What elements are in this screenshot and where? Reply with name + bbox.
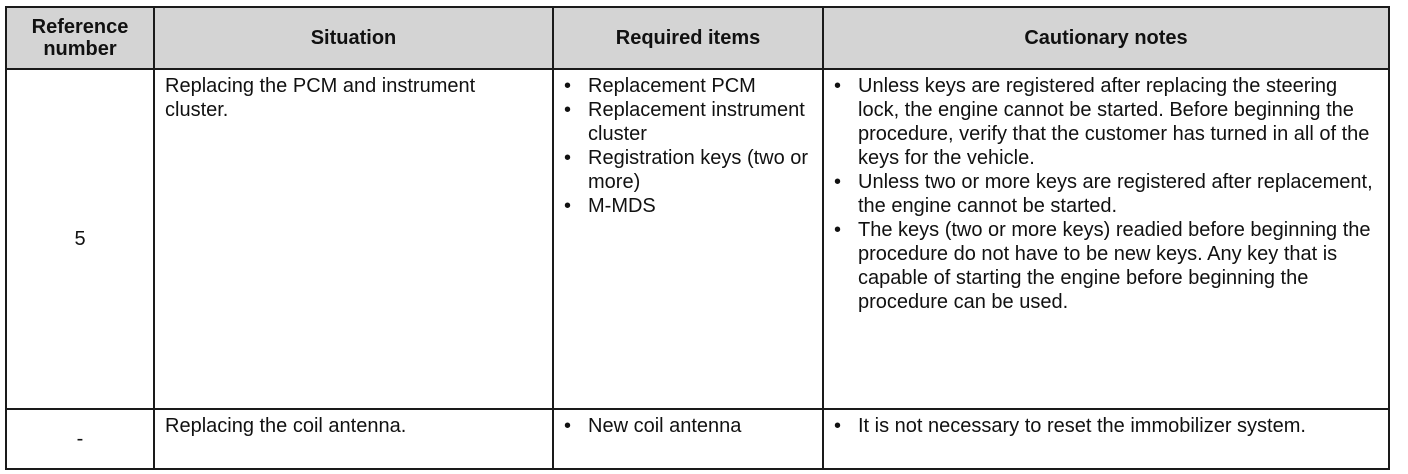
list-item-text: Unless two or more keys are registered a… xyxy=(858,171,1373,217)
list-item: • M-MDS xyxy=(564,194,814,218)
required-items-list: • Replacement PCM • Replacement instrument… xyxy=(564,74,814,218)
list-item-text: New coil antenna xyxy=(588,415,742,437)
required-items-cell: • New coil antenna xyxy=(552,408,824,470)
reference-number-cell: - xyxy=(5,408,155,470)
situation-cell: Replacing the PCM and instrument cluster… xyxy=(153,68,554,410)
list-item: • Replacement PCM xyxy=(564,74,814,98)
list-item-text: Replacement instrument cluster xyxy=(588,99,805,145)
header-reference-line1: Reference xyxy=(31,16,129,38)
bullet-icon: • xyxy=(564,195,572,217)
table-row: - Replacing the coil antenna. • New coil … xyxy=(5,408,1390,470)
cautionary-notes-list: • It is not necessary to reset the immobi… xyxy=(834,414,1380,438)
list-item: • Replacement instrument cluster xyxy=(564,98,814,146)
table-row: 5 Replacing the PCM and instrument clust… xyxy=(5,68,1390,410)
cautionary-notes-cell: • It is not necessary to reset the immobi… xyxy=(822,408,1390,470)
list-item: • Registration keys (two or more) xyxy=(564,146,814,194)
bullet-icon: • xyxy=(564,147,572,169)
bullet-icon: • xyxy=(834,75,842,97)
list-item-text: M-MDS xyxy=(588,195,656,217)
bullet-icon: • xyxy=(834,415,842,437)
required-items-cell: • Replacement PCM • Replacement instrument… xyxy=(552,68,824,410)
header-reference-line2: number xyxy=(43,38,117,60)
header-required-items: Required items xyxy=(552,6,824,70)
list-item-text: It is not necessary to reset the immobil… xyxy=(858,415,1306,437)
list-item-text: The keys (two or more keys) readied befo… xyxy=(858,219,1371,313)
list-item: • Unless keys are registered after replac… xyxy=(834,74,1380,170)
list-item: • New coil antenna xyxy=(564,414,814,438)
list-item-text: Registration keys (two or more) xyxy=(588,147,809,193)
bullet-icon: • xyxy=(564,99,572,121)
header-row: Reference number Situation Required item… xyxy=(5,6,1390,70)
header-cautionary-notes: Cautionary notes xyxy=(822,6,1390,70)
header-situation: Situation xyxy=(153,6,554,70)
bullet-icon: • xyxy=(564,75,572,97)
list-item-text: Replacement PCM xyxy=(588,75,756,97)
bullet-icon: • xyxy=(834,219,842,241)
procedure-table: Reference number Situation Required item… xyxy=(5,6,1390,470)
required-items-list: • New coil antenna xyxy=(564,414,814,438)
list-item: • The keys (two or more keys) readied bef… xyxy=(834,218,1380,314)
cautionary-notes-cell: • Unless keys are registered after replac… xyxy=(822,68,1390,410)
bullet-icon: • xyxy=(834,171,842,193)
list-item: • It is not necessary to reset the immobi… xyxy=(834,414,1380,438)
reference-number-cell: 5 xyxy=(5,68,155,410)
header-reference-number: Reference number xyxy=(5,6,155,70)
bullet-icon: • xyxy=(564,415,572,437)
situation-cell: Replacing the coil antenna. xyxy=(153,408,554,470)
list-item-text: Unless keys are registered after replaci… xyxy=(858,75,1370,169)
cautionary-notes-list: • Unless keys are registered after replac… xyxy=(834,74,1380,314)
list-item: • Unless two or more keys are registered … xyxy=(834,170,1380,218)
